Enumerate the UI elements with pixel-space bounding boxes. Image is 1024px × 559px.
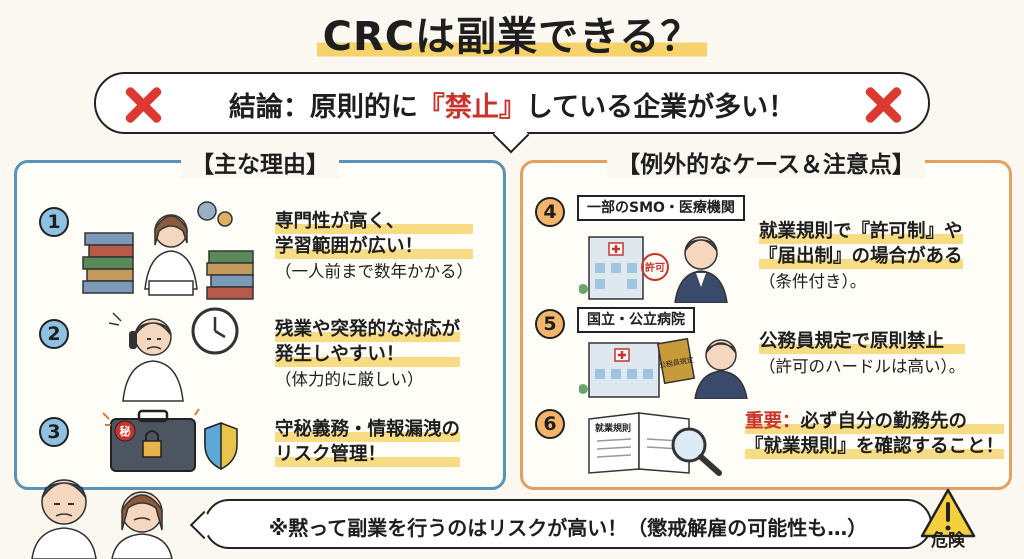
category-tag: 国立・公立病院 (577, 307, 695, 333)
secret-label: 秘 (120, 424, 131, 438)
clinic-approval-icon: 許可 (579, 236, 728, 303)
rulebook-magnifier-icon: 就業規則 (588, 412, 722, 476)
public-hospital-icon: 公務員規定 (579, 337, 748, 399)
reason-1-text: 専門性が高く、 学習範囲が広い！ （一人前まで数年かかる） (275, 209, 473, 281)
conclusion-text: 結論：原則的に『禁止』している企業が多い！ (228, 92, 796, 123)
reasons-panel: 【主な理由】 1 専門性が高く、 学習範囲が広い！ （一人前まで数年かかる） 2 (14, 152, 506, 490)
number-badge: 5 (535, 309, 565, 339)
number-badge: 4 (535, 197, 565, 227)
number-badge: 6 (535, 409, 565, 439)
panel-title: 【例外的なケース＆注意点】 (523, 145, 1009, 179)
panel-title: 【主な理由】 (17, 145, 503, 179)
page-title: CRCは副業できる？ (0, 4, 1024, 62)
number-badge: 1 (39, 207, 69, 237)
danger-sign: 危険 (908, 486, 988, 552)
number-badge: 3 (39, 417, 69, 447)
warning-text: ※黙って副業を行うのはリスクが高い！（懲戒解雇の可能性も…） (268, 516, 868, 540)
number-badge: 2 (39, 319, 69, 349)
studying-person-icon (82, 201, 254, 300)
danger-label: 危険 (931, 531, 965, 551)
exception-4-text: 就業規則で『許可制』や 『届出制』の場合がある （条件付き）。 (759, 219, 963, 291)
category-tag: 一部のSMO・医療機関 (577, 195, 745, 221)
confidential-briefcase-icon: 秘 (102, 408, 238, 472)
worried-staff-icon (31, 479, 173, 559)
exceptions-panel: 【例外的なケース＆注意点】 4 一部のSMO・医療機関 許可 就業規則で『許可制… (520, 152, 1012, 490)
warning-bubble: ※黙って副業を行うのはリスクが高い！（懲戒解雇の可能性も…） (189, 499, 932, 549)
reason-2-text: 残業や突発的な対応が 発生しやすい！ （体力的に厳しい） (275, 317, 461, 389)
book-label: 就業規則 (595, 422, 631, 434)
exception-5-text: 公務員規定で原則禁止 （許可のハードルは高い）。 (759, 329, 966, 376)
stamp-label: 許可 (645, 261, 665, 274)
conclusion-bubble: 結論：原則的に『禁止』している企業が多い！ (94, 72, 930, 154)
overworked-person-icon (109, 307, 239, 402)
reason-3-text: 守秘義務・情報漏洩の リスク管理！ (275, 417, 461, 467)
exception-6-text: 重要：必ず自分の勤務先の 『就業規則』を確認すること！ (745, 409, 1005, 459)
warning-triangle-icon (920, 488, 976, 538)
